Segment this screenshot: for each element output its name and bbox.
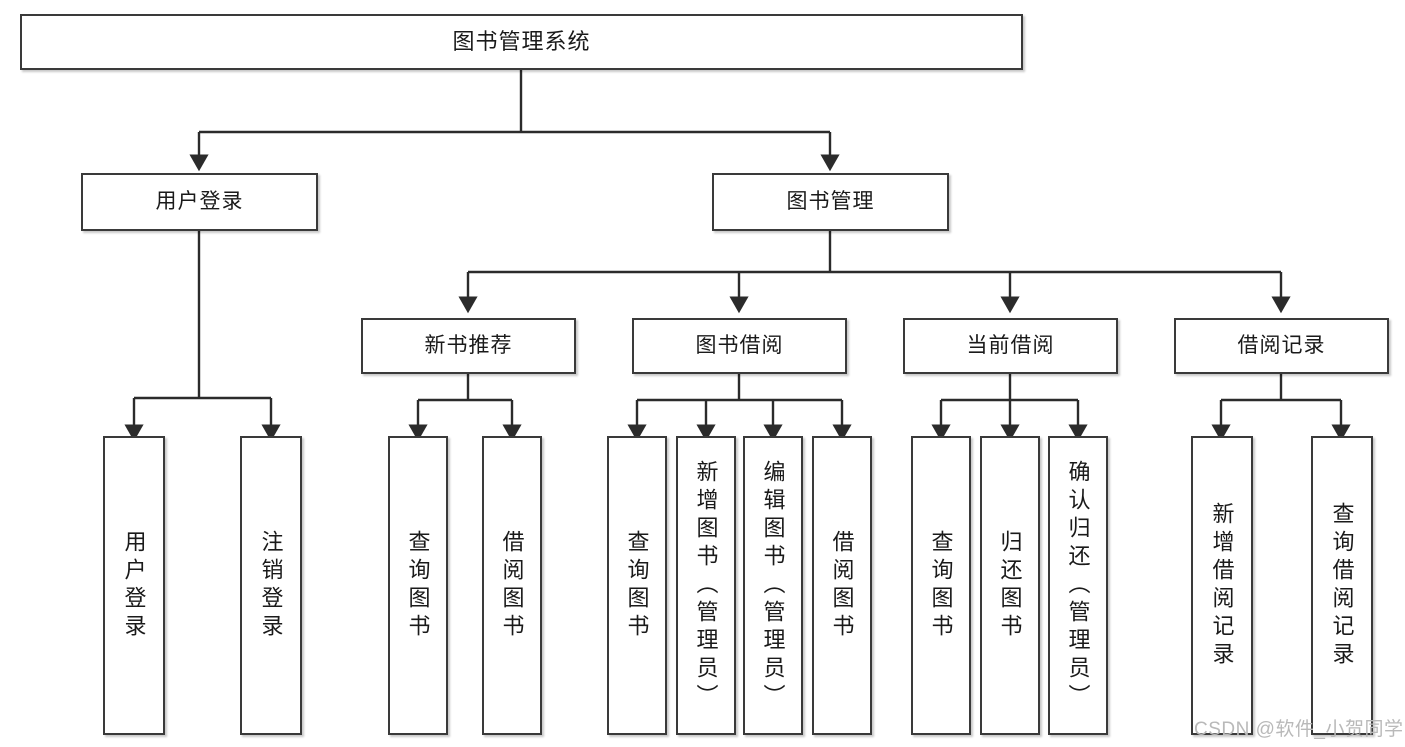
leaf-confirm-return-label: 确认归还（管理员） — [1065, 459, 1091, 712]
node-book-manage[interactable]: 图书管理 — [712, 173, 949, 231]
leaf-add-book-label: 新增图书（管理员） — [693, 459, 719, 712]
node-book-borrow[interactable]: 图书借阅 — [632, 318, 847, 374]
node-new-book-recommend[interactable]: 新书推荐 — [361, 318, 576, 374]
leaf-query-book-1[interactable]: 查询图书 — [388, 436, 448, 735]
leaf-confirm-return[interactable]: 确认归还（管理员） — [1048, 436, 1108, 735]
leaf-user-login-label: 用户登录 — [121, 529, 147, 642]
node-user-login[interactable]: 用户登录 — [81, 173, 318, 231]
leaf-query-book-2-label: 查询图书 — [624, 529, 650, 642]
leaf-user-logout[interactable]: 注销登录 — [240, 436, 302, 735]
leaf-borrow-book-2[interactable]: 借阅图书 — [812, 436, 872, 735]
leaf-return-book-label: 归还图书 — [997, 529, 1023, 642]
leaf-user-login[interactable]: 用户登录 — [103, 436, 165, 735]
node-current-borrow[interactable]: 当前借阅 — [903, 318, 1118, 374]
leaf-query-book-1-label: 查询图书 — [405, 529, 431, 642]
leaf-add-borrow-record[interactable]: 新增借阅记录 — [1191, 436, 1253, 735]
leaf-return-book[interactable]: 归还图书 — [980, 436, 1040, 735]
leaf-query-book-2[interactable]: 查询图书 — [607, 436, 667, 735]
leaf-query-borrow-record[interactable]: 查询借阅记录 — [1311, 436, 1373, 735]
watermark: CSDN @软件_小贺同学 — [1194, 719, 1404, 740]
leaf-add-borrow-record-label: 新增借阅记录 — [1209, 501, 1235, 670]
leaf-edit-book-label: 编辑图书（管理员） — [760, 459, 786, 712]
leaf-borrow-book-1[interactable]: 借阅图书 — [482, 436, 542, 735]
leaf-edit-book[interactable]: 编辑图书（管理员） — [743, 436, 803, 735]
leaf-borrow-book-1-label: 借阅图书 — [499, 529, 525, 642]
node-root[interactable]: 图书管理系统 — [20, 14, 1023, 70]
leaf-add-book[interactable]: 新增图书（管理员） — [676, 436, 736, 735]
leaf-borrow-book-2-label: 借阅图书 — [829, 529, 855, 642]
leaf-user-logout-label: 注销登录 — [258, 529, 284, 642]
node-borrow-record[interactable]: 借阅记录 — [1174, 318, 1389, 374]
leaf-query-book-3-label: 查询图书 — [928, 529, 954, 642]
leaf-query-borrow-record-label: 查询借阅记录 — [1329, 501, 1355, 670]
leaf-query-book-3[interactable]: 查询图书 — [911, 436, 971, 735]
